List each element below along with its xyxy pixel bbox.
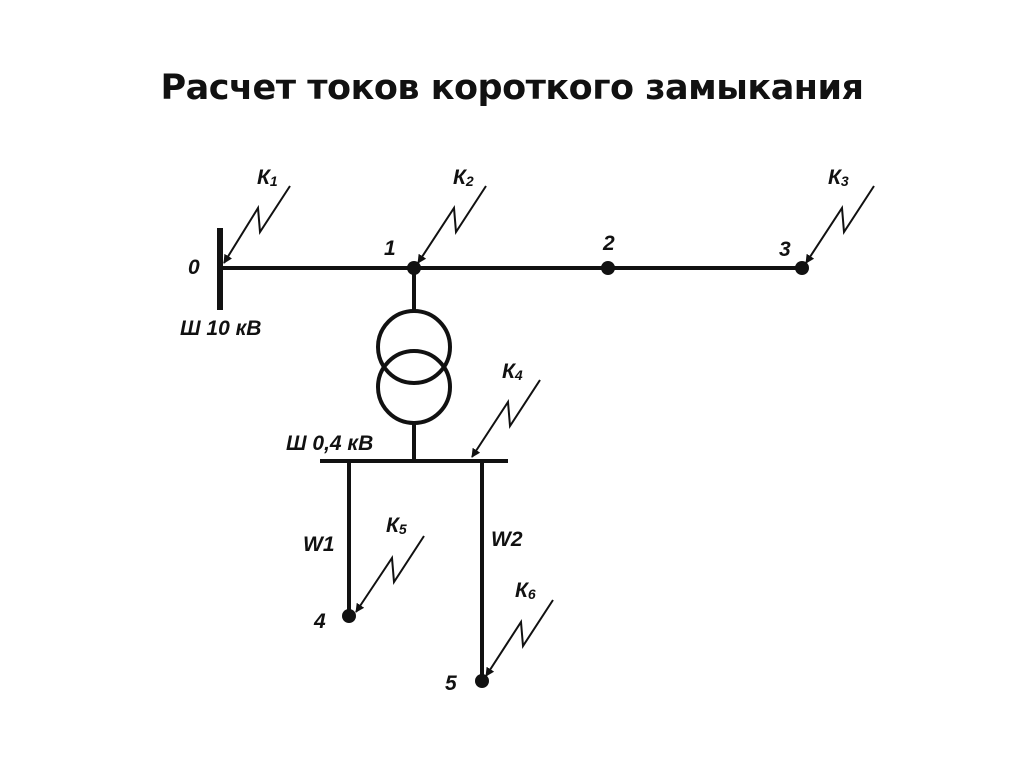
fault-k2-label: К2: [453, 166, 474, 189]
page-title: Расчет токов короткого замыкания: [160, 68, 865, 108]
line-w1-label: W1: [303, 533, 335, 556]
node-4-dot: [342, 609, 356, 623]
node-4-label: 4: [313, 610, 326, 633]
node-2-dot: [601, 261, 615, 275]
node-5-dot: [475, 674, 489, 688]
fault-k3-label: К3: [828, 166, 849, 189]
fault-k3-arrow: [805, 185, 875, 264]
node-1-label: 1: [384, 237, 396, 260]
bus-04kv-label: Ш 0,4 кВ: [286, 432, 373, 455]
node-3-label: 3: [779, 238, 791, 261]
fault-k6-arrow: [485, 599, 554, 677]
fault-k1-label: К1: [257, 166, 278, 189]
node-2-label: 2: [602, 232, 615, 255]
node-1-dot: [407, 261, 421, 275]
node-3-dot: [795, 261, 809, 275]
fault-k2-arrow: [417, 185, 487, 264]
fault-k4-label: К4: [502, 360, 523, 383]
line-w2-label: W2: [491, 528, 523, 551]
node-0-label: 0: [188, 256, 200, 279]
node-5-label: 5: [445, 672, 457, 695]
bus-10kv-label: Ш 10 кВ: [180, 317, 261, 340]
fault-k1-arrow: [223, 185, 291, 264]
fault-k5-arrow: [355, 535, 425, 613]
transformer-winding-hv: [376, 309, 452, 385]
fault-k4-arrow: [471, 379, 541, 458]
fault-k5-label: К5: [386, 514, 407, 537]
fault-k6-label: К6: [515, 579, 536, 602]
transformer-winding-lv: [376, 349, 452, 425]
